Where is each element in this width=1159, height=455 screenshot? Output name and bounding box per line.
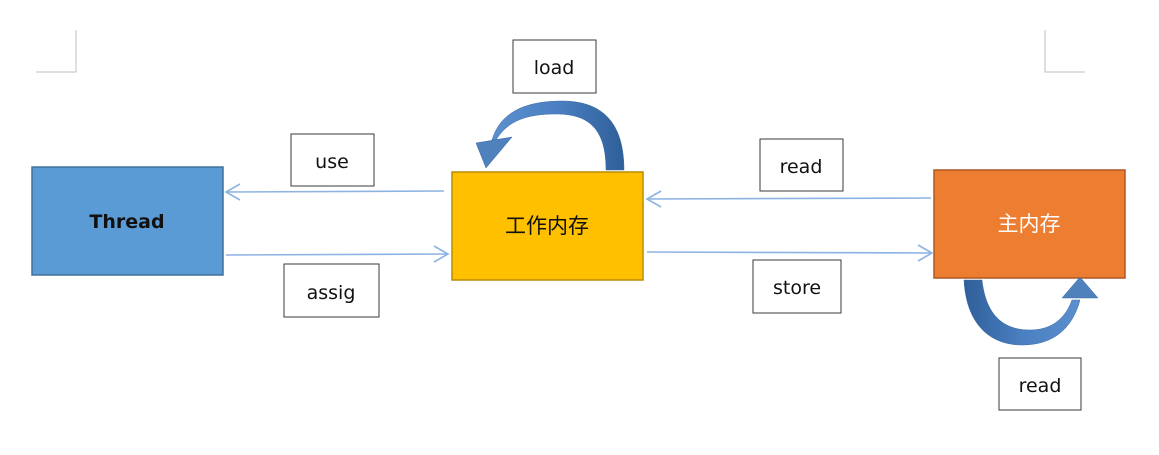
- page-corner-mark-right: [1044, 30, 1085, 73]
- load-loop-arrow: [475, 100, 625, 171]
- store-arrow: [646, 244, 934, 262]
- assig-label-text: assig: [307, 282, 356, 304]
- main-read-label-text: read: [1019, 375, 1062, 397]
- read-label: read: [759, 138, 844, 192]
- thread-node: Thread: [31, 166, 224, 276]
- working-memory-node-label: 工作内存: [505, 214, 589, 238]
- use-arrow: [224, 183, 445, 201]
- main-read-label: read: [998, 357, 1082, 411]
- assig-arrow: [225, 245, 450, 263]
- read-arrow: [645, 190, 932, 208]
- use-label-text: use: [315, 151, 349, 173]
- main-read-loop-arrow: [963, 276, 1099, 346]
- store-label-text: store: [773, 277, 821, 299]
- store-label: store: [752, 259, 842, 314]
- working-memory-node: 工作内存: [451, 171, 644, 281]
- thread-node-label: Thread: [89, 211, 164, 233]
- use-label: use: [290, 133, 375, 187]
- assig-label: assig: [283, 263, 380, 318]
- read-label-text: read: [780, 156, 823, 178]
- main-memory-node-label: 主内存: [998, 212, 1061, 236]
- main-memory-node: 主内存: [933, 169, 1126, 279]
- page-corner-mark-left: [36, 30, 77, 73]
- load-label-text: load: [534, 57, 575, 79]
- load-label: load: [512, 39, 597, 94]
